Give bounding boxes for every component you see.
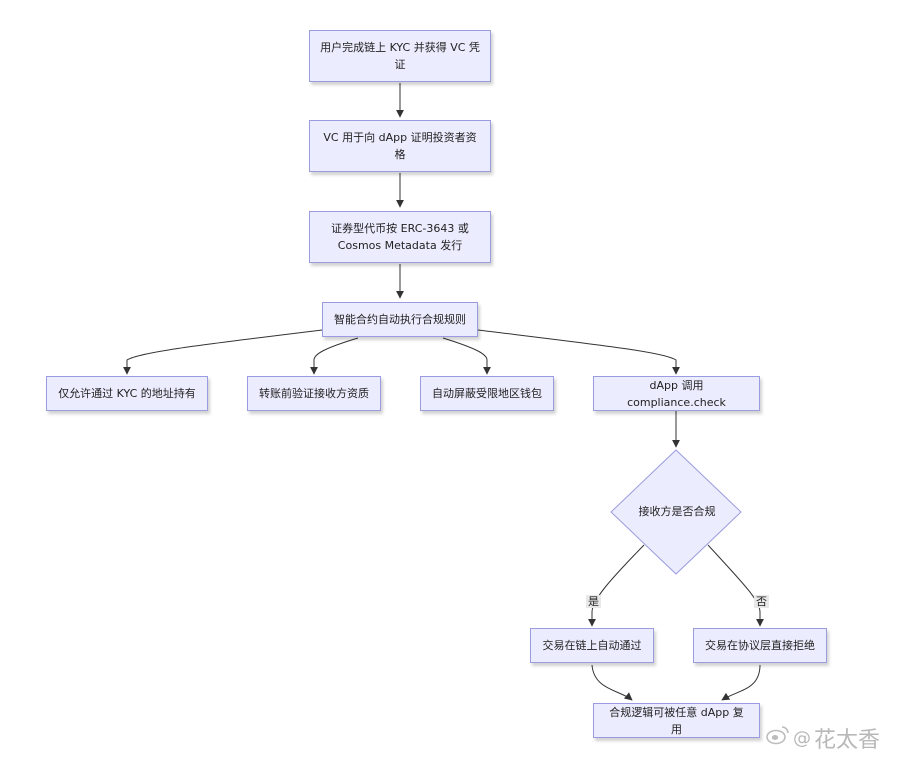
edge-reject-to-reuse	[721, 664, 761, 701]
node-issue: 证券型代币按 ERC-3643 或 Cosmos Metadata 发行	[309, 211, 491, 263]
node-contract: 智能合约自动执行合规规则	[322, 302, 478, 337]
edge-pass-to-reuse	[591, 664, 633, 701]
edge-contract-to-kyc-only	[123, 329, 323, 375]
edge-contract-to-dapp	[477, 329, 680, 375]
edge-decision-yes	[588, 544, 645, 627]
node-vc-proof: VC 用于向 dApp 证明投资者资格	[309, 120, 491, 172]
decision-diamond	[610, 449, 742, 575]
node-reject: 交易在协议层直接拒绝	[693, 628, 827, 663]
node-verify: 转账前验证接收方资质	[247, 376, 381, 411]
edge-decision-no	[707, 544, 764, 627]
edge-label-no: 否	[754, 595, 769, 608]
weibo-logo-icon	[766, 725, 790, 751]
watermark-at: @	[793, 727, 811, 749]
edge-contract-to-verify	[310, 337, 359, 375]
watermark: @ 花太香	[766, 722, 880, 754]
node-dapp-call: dApp 调用 compliance.check	[593, 376, 760, 411]
node-reuse: 合规逻辑可被任意 dApp 复用	[593, 703, 760, 738]
watermark-text: 花太香	[814, 728, 881, 753]
node-pass: 交易在链上自动通过	[530, 628, 654, 663]
node-kyc-only: 仅允许通过 KYC 的地址持有	[46, 376, 208, 411]
decision-label: 接收方是否合规	[638, 505, 716, 518]
edge-contract-to-block	[442, 337, 491, 375]
node-block: 自动屏蔽受限地区钱包	[420, 376, 554, 411]
node-kyc: 用户完成链上 KYC 并获得 VC 凭证	[309, 30, 491, 82]
edge-label-yes: 是	[586, 595, 601, 608]
